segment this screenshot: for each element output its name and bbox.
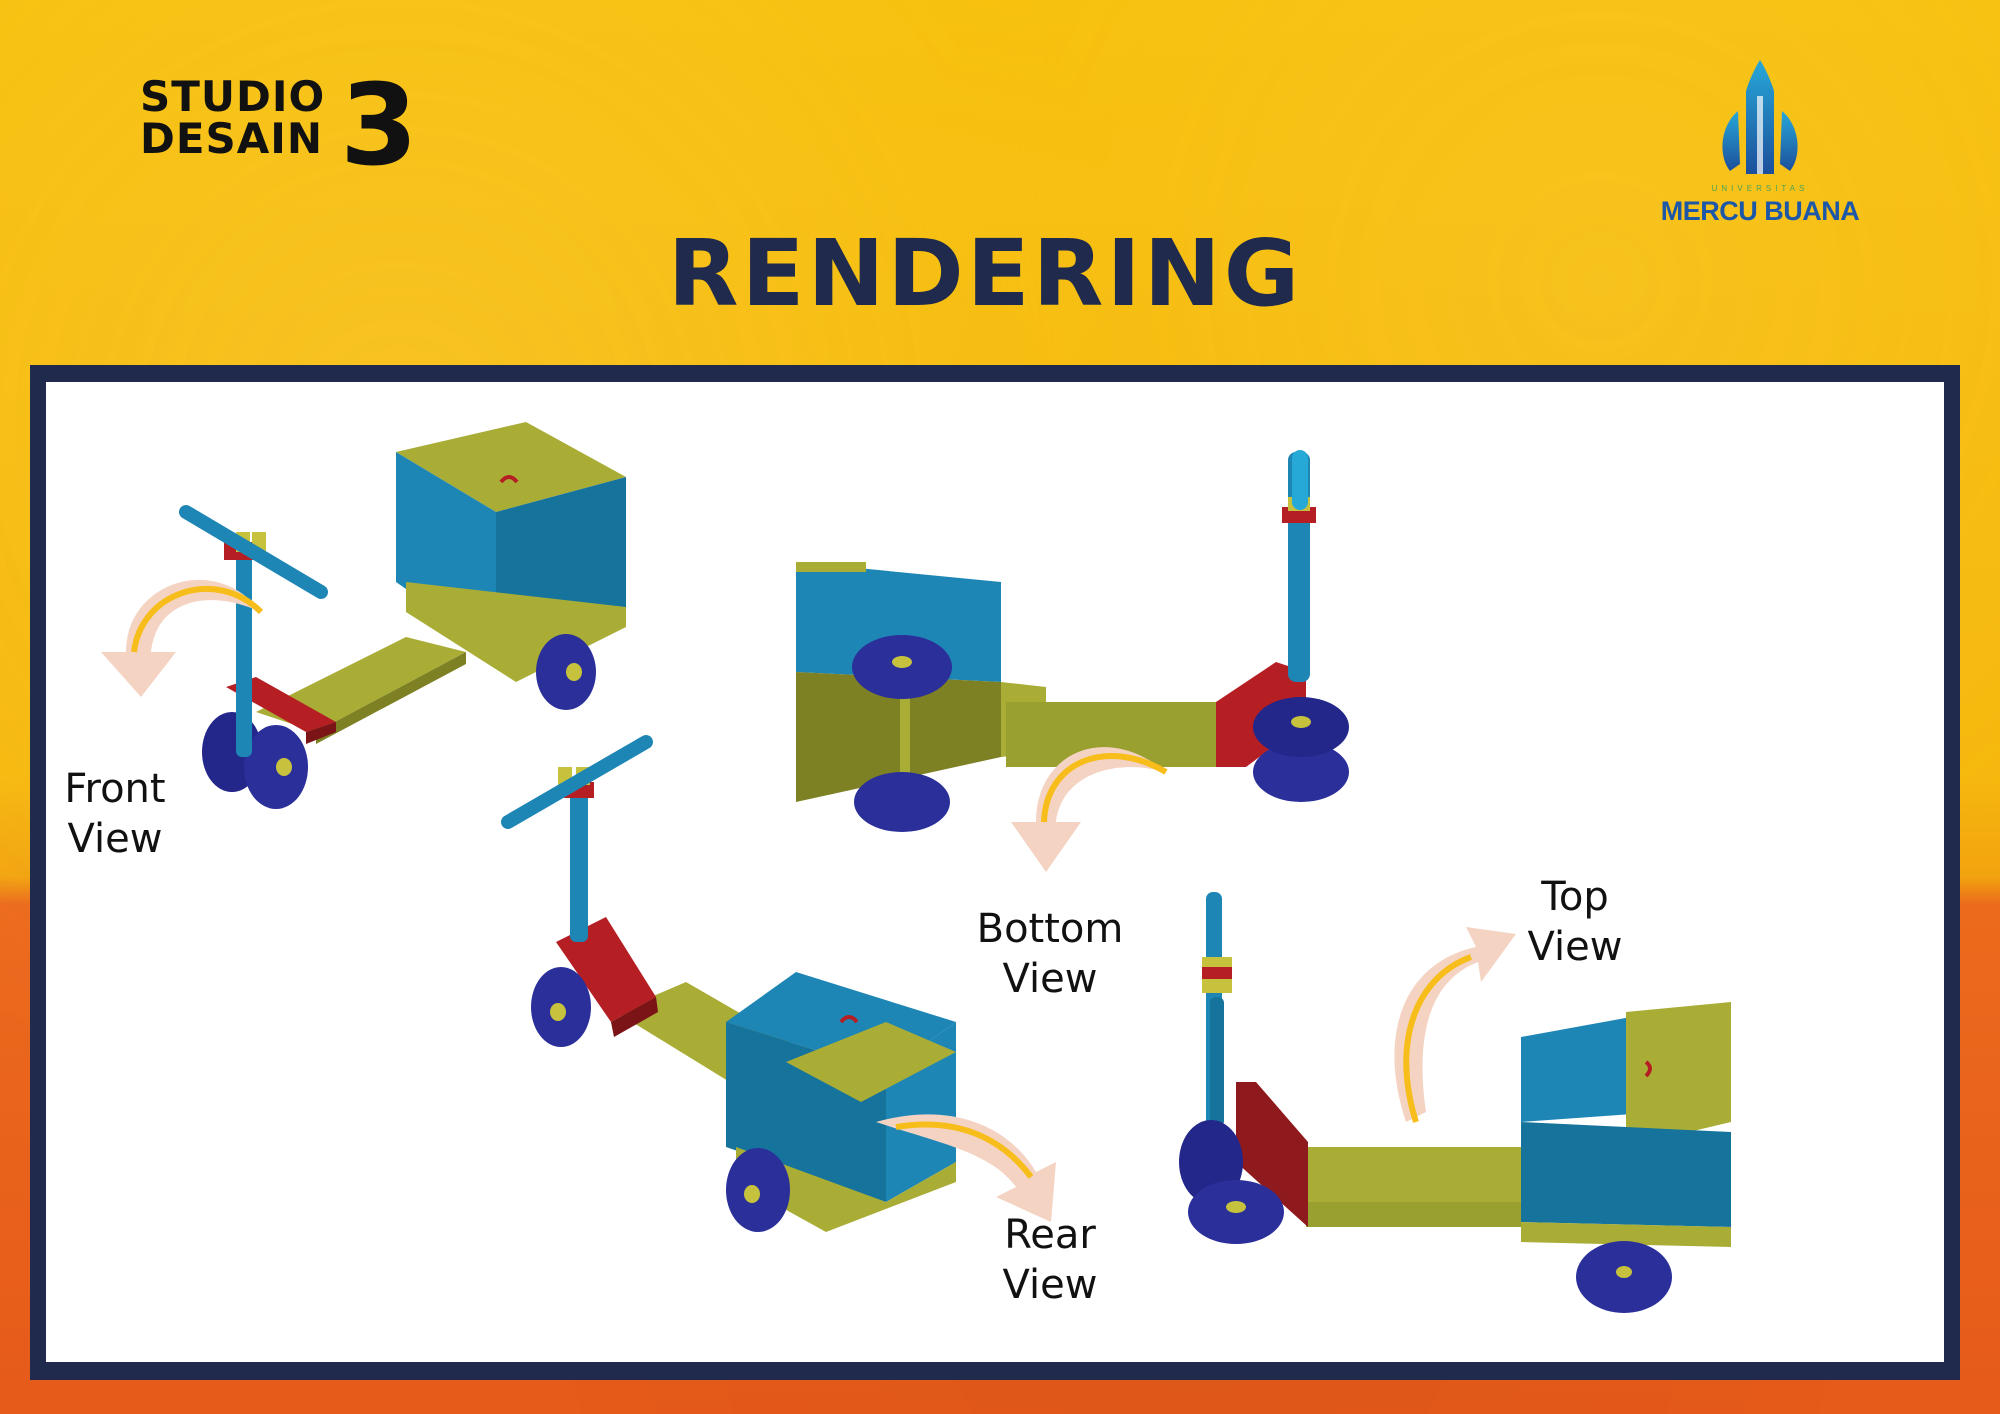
mercu-buana-logo: UNIVERSITAS MERCU BUANA	[1640, 56, 1880, 236]
top-view-label: Top View	[1527, 874, 1623, 970]
studio-line1: STUDIO	[140, 72, 326, 121]
studio-desain-badge: STUDIO DESAIN 3	[140, 70, 418, 182]
bottom-view-label: Bottom View	[976, 906, 1124, 1002]
page-title: RENDERING	[667, 220, 1303, 327]
logo-subtext: UNIVERSITAS	[1711, 184, 1809, 193]
studio-number: 3	[340, 61, 419, 191]
rear-view-label: Rear View	[1002, 1212, 1098, 1308]
front-view-model	[179, 422, 626, 809]
logo-name: MERCU BUANA	[1660, 196, 1860, 226]
rear-view-arrow-icon	[876, 1114, 1056, 1222]
university-emblem-icon	[1722, 60, 1798, 174]
bottom-view-arrow-icon	[1011, 747, 1168, 872]
front-view-arrow-icon	[101, 579, 264, 697]
rendering-scene	[101, 422, 1731, 1313]
studio-line2: DESAIN	[140, 114, 324, 163]
bottom-view-model	[796, 450, 1349, 832]
rear-view-model	[501, 735, 956, 1232]
top-view-model	[1179, 892, 1731, 1313]
front-view-label: Front View	[64, 766, 166, 862]
top-view-arrow-icon	[1394, 927, 1516, 1123]
